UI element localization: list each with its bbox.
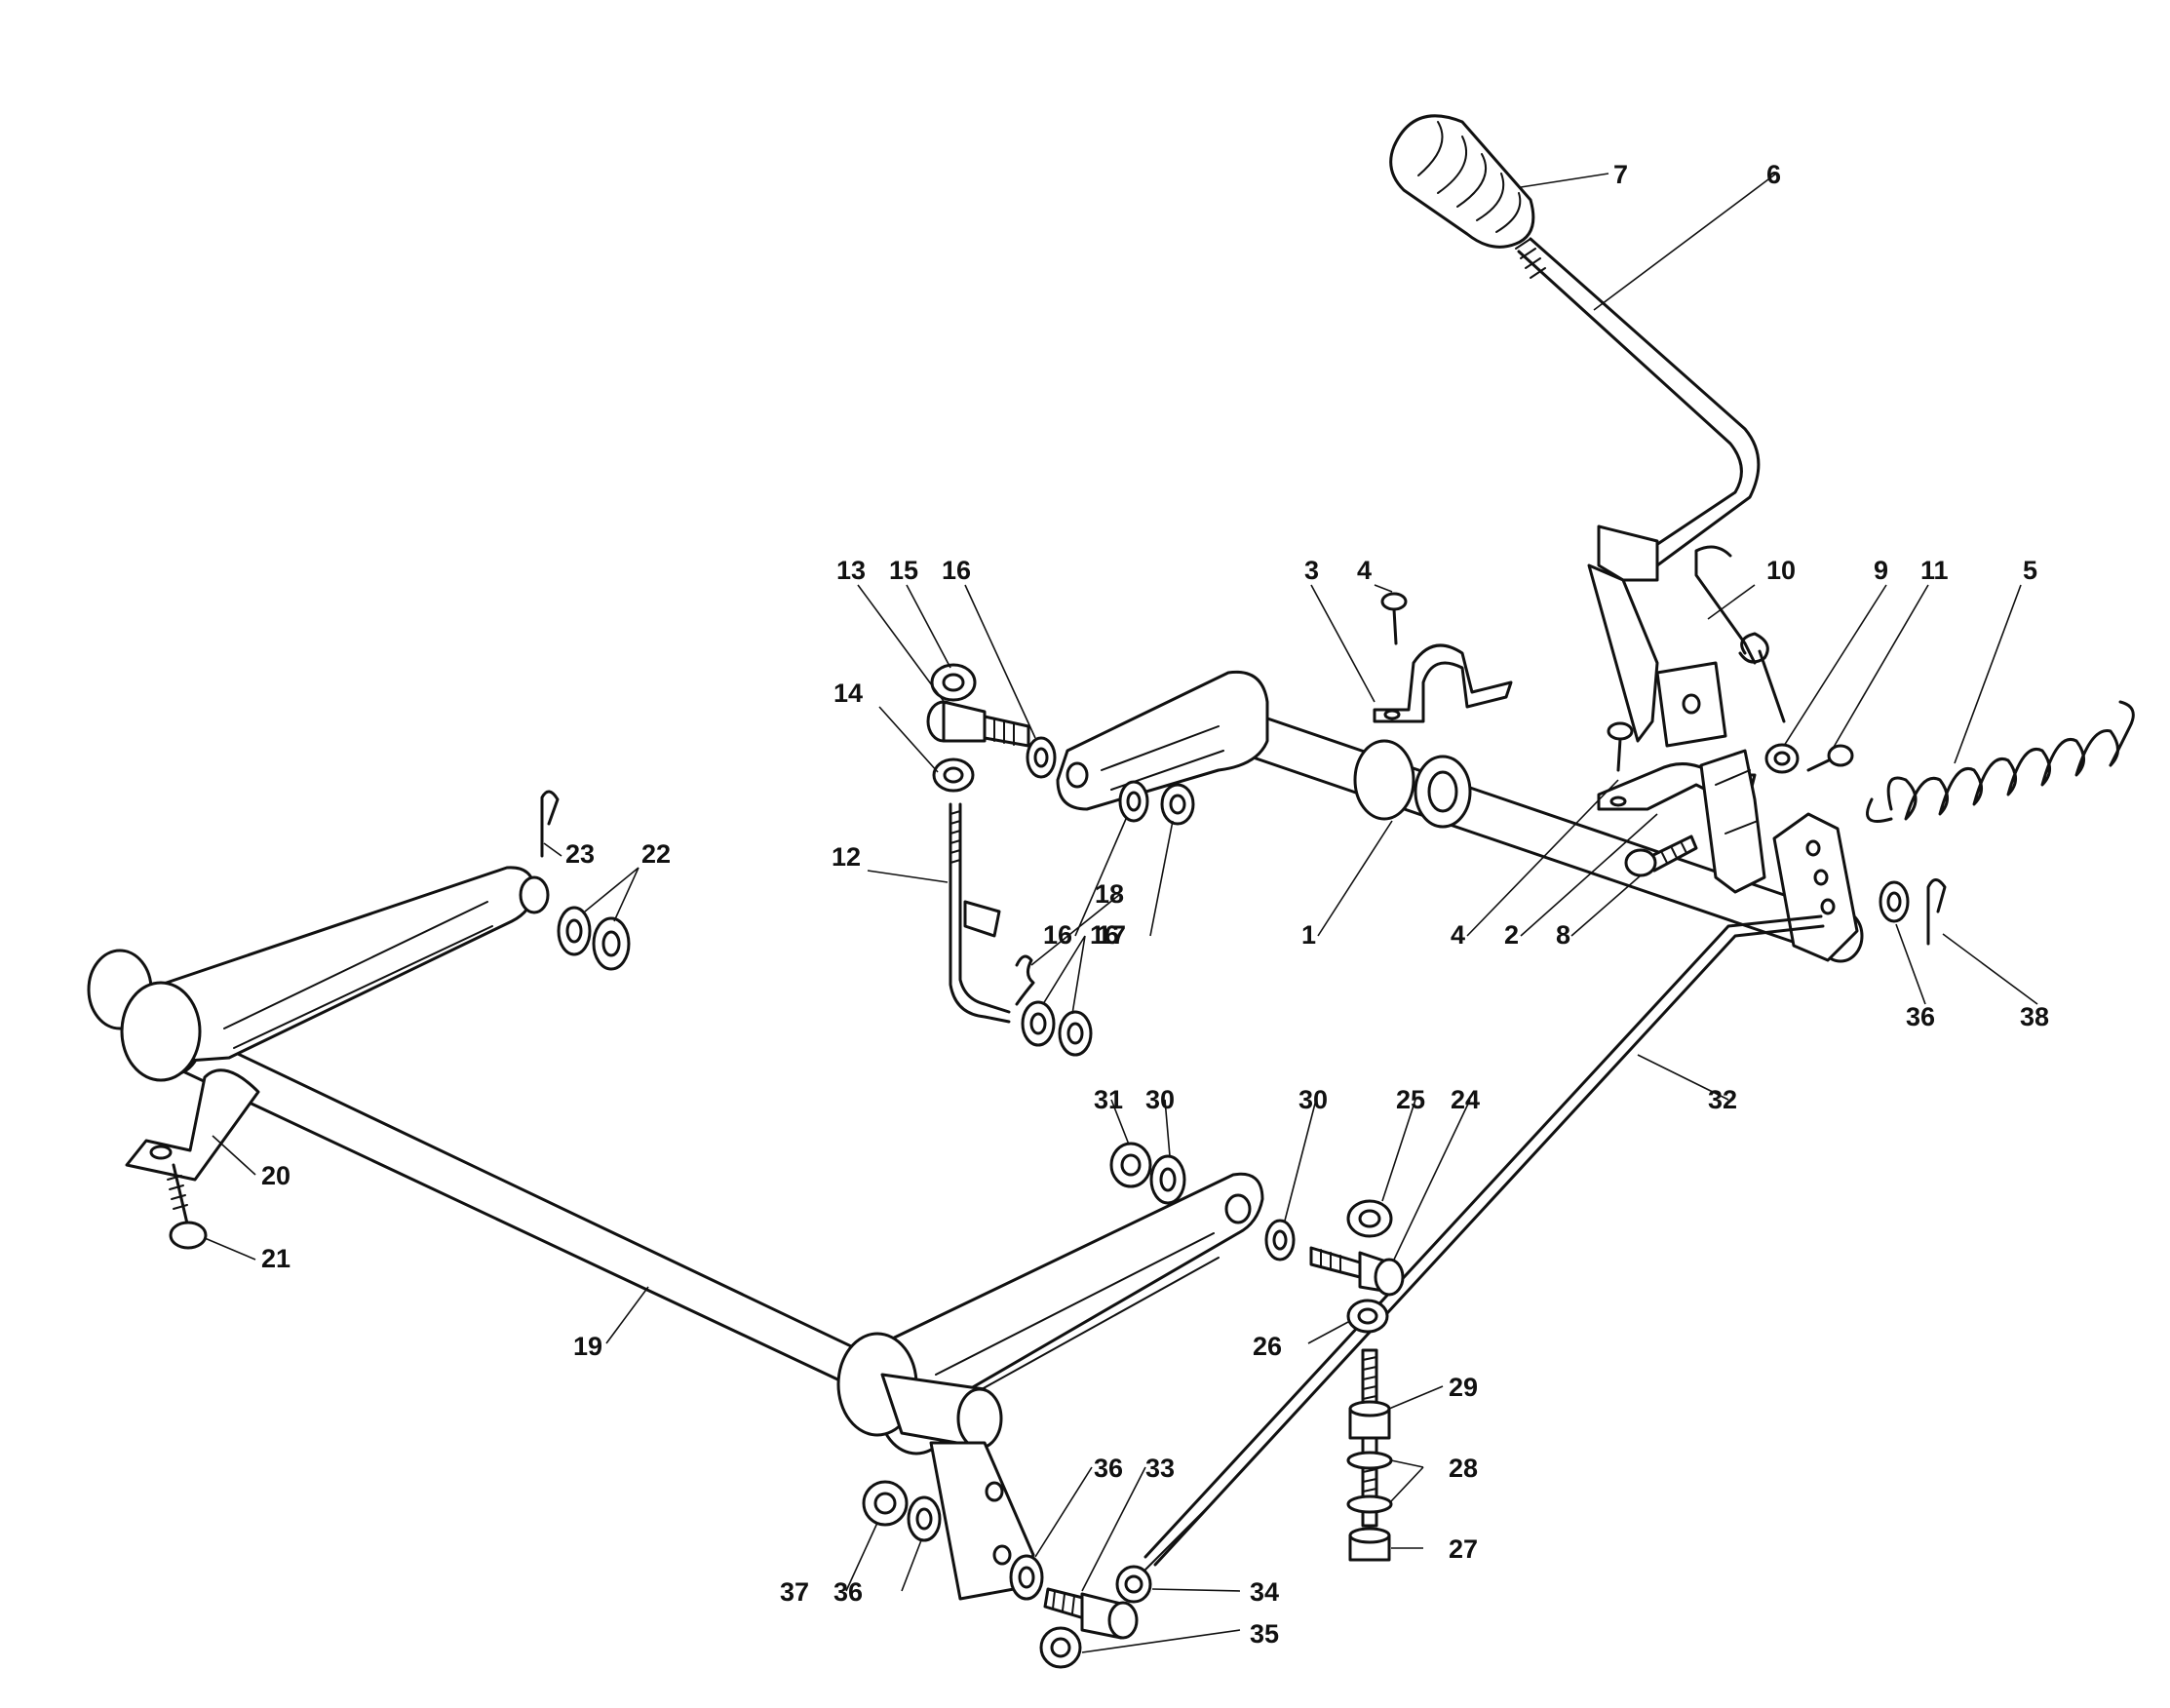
callout-25: 25: [1396, 1085, 1425, 1114]
hex-bolt-4: [1380, 592, 1408, 645]
washer-36: [1879, 880, 1910, 923]
callout-36-c: 36: [833, 1577, 863, 1607]
nut-37: [862, 1480, 909, 1527]
threaded-rod-12: [949, 802, 1011, 1024]
washers-22: [557, 906, 631, 971]
clamp-bracket-3: [1373, 643, 1513, 723]
drop-link-plate: [929, 1441, 1035, 1601]
washer-30a: [1149, 1154, 1186, 1205]
callout-4-b: 4: [1451, 920, 1465, 950]
rear-lift-shaft: [142, 990, 955, 1456]
callout-38: 38: [2020, 1002, 2049, 1031]
nut-15: [930, 663, 977, 702]
callout-35: 35: [1250, 1619, 1279, 1649]
washer-36c: [907, 1495, 942, 1542]
callout-16-b: 16: [1043, 920, 1072, 950]
torsion-spring-10: [1694, 545, 1786, 723]
callout-24: 24: [1451, 1085, 1480, 1114]
front-lift-arm: [1056, 670, 1269, 811]
callout-11: 11: [1920, 556, 1949, 585]
callout-37: 37: [780, 1577, 809, 1607]
nut-34: [1115, 1565, 1152, 1604]
callout-16: 16: [942, 556, 971, 585]
callout-5: 5: [2023, 556, 2037, 585]
washer-16-mid: [1118, 780, 1149, 823]
washers-28: [1346, 1451, 1393, 1514]
callout-32: 32: [1708, 1085, 1737, 1114]
nut-14: [932, 757, 975, 793]
rear-right-arm: [836, 1172, 1264, 1450]
callout-labels: 7 6 13 15 16 3 4 10 9 11 5 14 12 16 17 1…: [261, 160, 2049, 1649]
callout-31: 31: [1094, 1085, 1123, 1114]
callout-30-b: 30: [1298, 1085, 1328, 1114]
callout-4: 4: [1357, 556, 1372, 585]
shaft-clamp-bracket: [125, 1068, 260, 1182]
washer-36b: [1009, 1554, 1044, 1601]
lever-side-plate: [1772, 812, 1859, 962]
callout-20: 20: [261, 1161, 291, 1190]
callout-17: 17: [1097, 920, 1126, 950]
callout-21: 21: [261, 1244, 291, 1273]
callout-26: 26: [1253, 1332, 1282, 1361]
callout-8: 8: [1556, 920, 1570, 950]
hairpin-clip-18: [1015, 954, 1035, 1006]
callout-30: 30: [1145, 1085, 1175, 1114]
callout-16-c: 16: [1090, 920, 1119, 950]
callout-9: 9: [1874, 556, 1888, 585]
lever-knob: [1389, 114, 1535, 249]
callout-23: 23: [565, 839, 595, 869]
callout-19: 19: [573, 1332, 602, 1361]
callout-2: 2: [1504, 920, 1519, 950]
callout-13: 13: [836, 556, 866, 585]
lever-socket: [1699, 749, 1766, 894]
callout-12: 12: [832, 842, 861, 872]
nut-25: [1346, 1199, 1393, 1238]
nut-31: [1109, 1142, 1152, 1188]
nut-9: [1764, 743, 1800, 774]
nut-17: [1160, 783, 1195, 826]
washer-30b: [1264, 1219, 1296, 1262]
callout-22: 22: [641, 839, 671, 869]
hex-bolt-4b: [1607, 721, 1634, 772]
callout-7: 7: [1613, 160, 1628, 189]
callout-14: 14: [833, 679, 863, 708]
nut-35: [1039, 1626, 1082, 1669]
lift-lever: [1510, 228, 1761, 748]
callout-33: 33: [1145, 1454, 1175, 1483]
washer-16-top: [1026, 736, 1057, 779]
trunnion-24: [1309, 1246, 1405, 1297]
nut-29: [1348, 1400, 1391, 1440]
extension-spring-5: [1866, 700, 2135, 823]
connecting-rod-32: [1143, 914, 1825, 1571]
callout-6: 6: [1766, 160, 1781, 189]
trunnion-13: [926, 700, 1030, 748]
rear-left-arm: [87, 866, 550, 1082]
callout-36: 36: [1906, 1002, 1935, 1031]
leader-lines: [204, 173, 2038, 1653]
shaft-bushings: [1353, 739, 1472, 829]
callout-34: 34: [1250, 1577, 1279, 1607]
hairpin-clip-23: [540, 790, 560, 858]
callout-15: 15: [889, 556, 918, 585]
screw-11: [1806, 744, 1854, 772]
callout-3: 3: [1304, 556, 1319, 585]
callout-29: 29: [1449, 1373, 1478, 1402]
self-tapping-screw-21: [167, 1163, 208, 1250]
hairpin-clip-38: [1926, 878, 1947, 946]
washers-16-bottom: [1021, 1000, 1093, 1057]
callout-18: 18: [1095, 879, 1124, 909]
callout-10: 10: [1766, 556, 1796, 585]
nut-26: [1346, 1299, 1389, 1334]
callout-1: 1: [1301, 920, 1316, 950]
callout-28: 28: [1449, 1454, 1478, 1483]
trunnion-33: [1043, 1587, 1139, 1640]
callout-36-b: 36: [1094, 1454, 1123, 1483]
callout-27: 27: [1449, 1534, 1478, 1564]
